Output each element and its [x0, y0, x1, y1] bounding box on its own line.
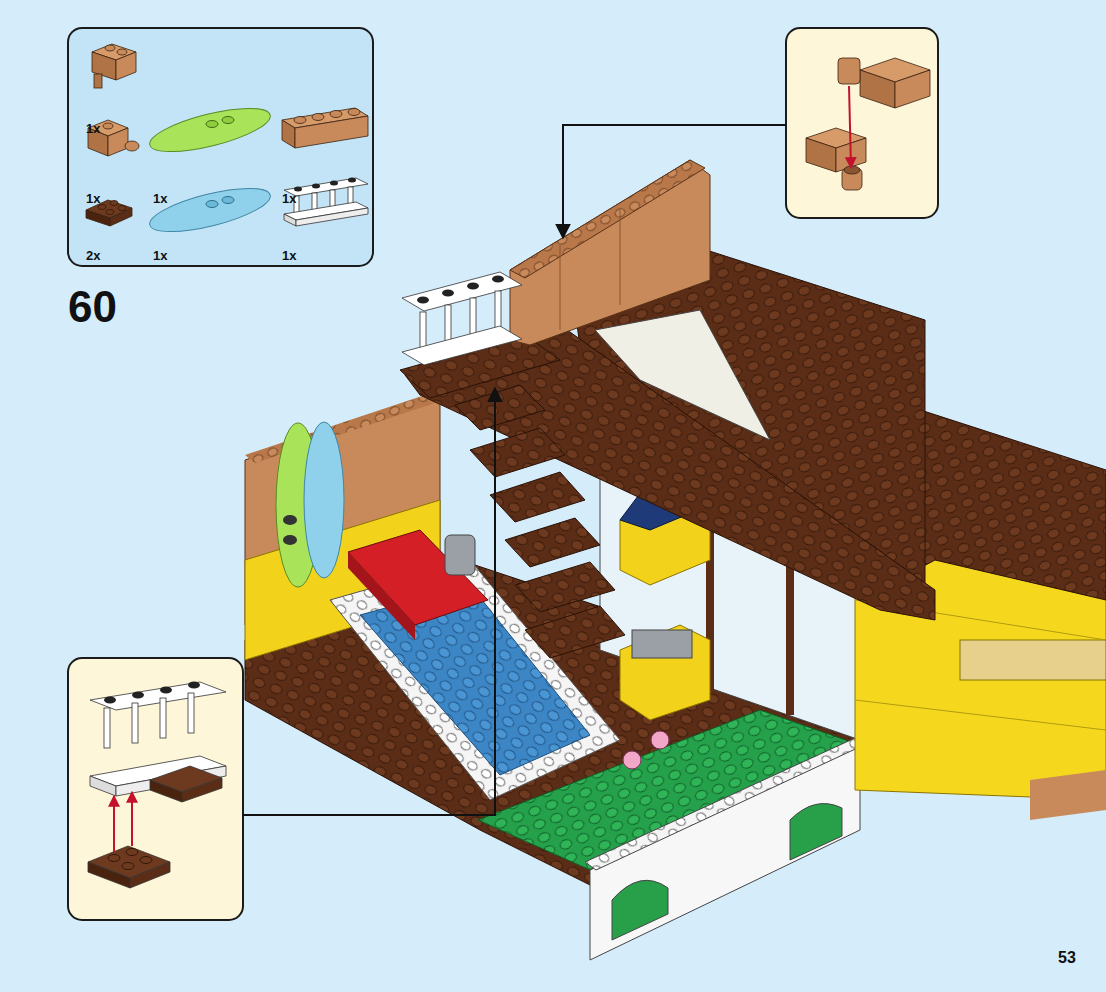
part-count: 1x: [153, 192, 167, 205]
parts-panel: 1x 1x 1x 1x 2x 1x 1x: [68, 28, 373, 266]
part-count: 1x: [153, 249, 167, 262]
part-count: 1x: [86, 192, 100, 205]
page-number: 53: [1058, 950, 1076, 966]
step-number: 60: [68, 285, 117, 329]
part-count: 1x: [282, 192, 296, 205]
part-count: 1x: [86, 122, 100, 135]
part-count: 2x: [86, 249, 100, 262]
part-count: 1x: [282, 249, 296, 262]
